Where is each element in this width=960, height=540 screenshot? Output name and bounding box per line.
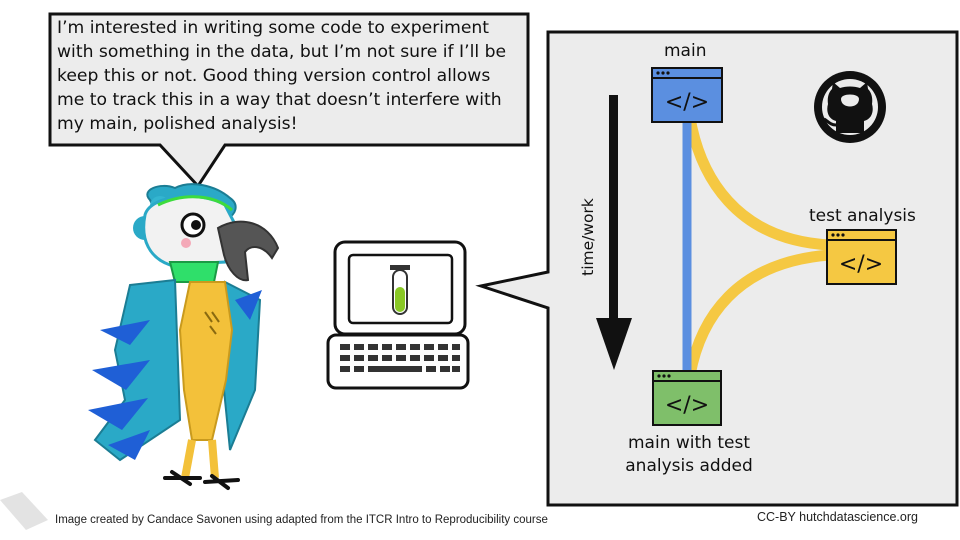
code-glyph-main: </> (665, 90, 709, 115)
code-glyph-merged: </> (665, 393, 709, 418)
code-file-icon-merged: </> (652, 370, 722, 426)
speech-bubble-text: I’m interested in writing some code to e… (57, 16, 527, 136)
parrot-character (88, 183, 280, 490)
test-branch-out (684, 117, 831, 251)
diagram-panel (475, 30, 959, 507)
speech-line: I’m interested in writing some code to e… (57, 18, 490, 38)
test-branch-in (684, 249, 831, 376)
speech-line: me to track this in a way that doesn’t i… (57, 90, 502, 110)
code-file-icon-main: </> (651, 67, 723, 123)
speech-bubble (48, 12, 530, 189)
github-icon (814, 71, 886, 143)
license-text: CC-BY hutchdatascience.org (757, 510, 918, 524)
test-tube-icon (390, 265, 410, 315)
corner-mark-icon (0, 492, 48, 530)
computer-icon (326, 240, 470, 390)
main-branch-label: main (664, 41, 707, 61)
keyboard-icon (326, 333, 470, 390)
time-arrow (596, 95, 632, 370)
speech-line: my main, polished analysis! (57, 114, 298, 134)
speech-line: with something in the data, but I’m not … (57, 42, 507, 62)
time-axis-label: time/work (579, 198, 597, 276)
branch-lines (682, 117, 831, 376)
code-glyph-test: </> (839, 252, 883, 277)
test-branch-label: test analysis (809, 206, 916, 226)
merged-label: main with test analysis added (625, 433, 753, 476)
code-file-icon-test: </> (826, 229, 897, 285)
speech-line: keep this or not. Good thing version con… (57, 66, 491, 86)
image-credit: Image created by Candace Savonen using a… (55, 514, 548, 526)
